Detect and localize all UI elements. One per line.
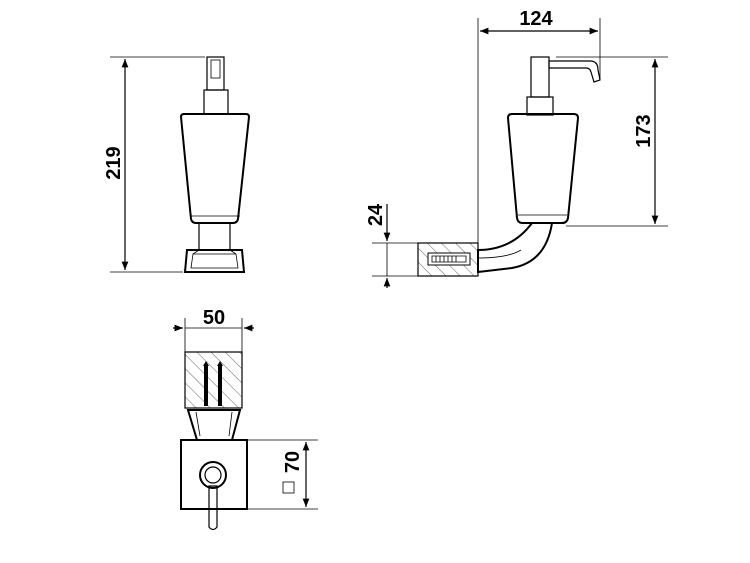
flange-square: [180, 439, 248, 531]
dimension-24: 24: [365, 203, 418, 288]
dimension-label-50: 50: [203, 307, 225, 329]
dimension-label-24: 24: [365, 203, 387, 226]
wall-plate-top: [184, 351, 243, 409]
holder-base: [183, 222, 246, 273]
holder-arm: [477, 222, 554, 274]
wall-plate-side: [417, 242, 479, 277]
top-neck: [186, 409, 242, 441]
pump-spout: [526, 56, 601, 116]
dimension-50: 50: [173, 307, 254, 352]
dimension-label-70: 70: [282, 451, 304, 473]
pump-head: [203, 56, 229, 115]
bottle-body: [179, 113, 251, 224]
square-icon: [282, 481, 295, 494]
top-view: 50 70: [173, 307, 318, 531]
side-view: 124 173 24: [365, 8, 668, 288]
side-bottle-body: [506, 113, 580, 224]
dimension-124: 124: [477, 8, 601, 243]
dimension-label-219: 219: [103, 146, 125, 179]
dimension-label-173: 173: [633, 114, 655, 147]
dimension-219: 219: [103, 56, 205, 273]
front-view: 219: [103, 56, 251, 273]
dimension-173: 173: [556, 56, 668, 227]
dimension-70: 70: [247, 439, 318, 510]
dimension-label-124: 124: [519, 8, 553, 30]
